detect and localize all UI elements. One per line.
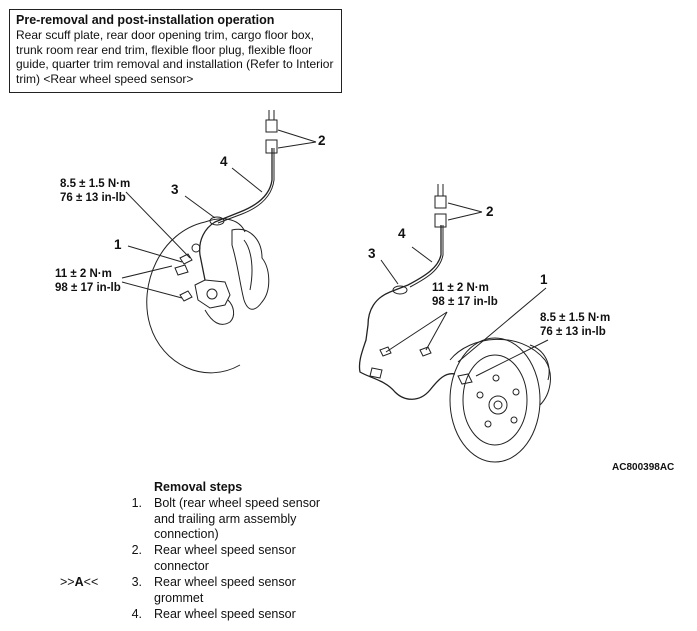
note-body: Rear scuff plate, rear door opening trim…	[16, 28, 334, 87]
left-torque-bolt-nm: 8.5 ± 1.5 N·m	[60, 178, 131, 190]
left-callout-1: 1	[114, 237, 122, 252]
right-torque-bolt-inlb: 76 ± 13 in-lb	[540, 325, 606, 338]
right-torque-mid-label: 11 ± 2 N·m 98 ± 17 in-lb	[432, 282, 498, 309]
left-knuckle	[231, 228, 270, 310]
right-callout-3: 3	[368, 246, 376, 261]
left-callout-3: 3	[171, 182, 179, 197]
marker-suffix: <<	[83, 575, 99, 589]
left-torque-lower-nm: 11 ± 2 N·m	[55, 268, 112, 280]
right-sensor-head	[457, 373, 473, 385]
left-connector-upper	[265, 119, 278, 133]
marker-letter: A	[74, 575, 84, 589]
step-line: and trailing arm assembly	[154, 511, 297, 526]
step-line: Rear wheel speed sensor	[154, 607, 296, 621]
step-text: Rear wheel speed sensor grommet	[154, 575, 339, 606]
right-grommet	[392, 285, 408, 295]
right-disc	[449, 337, 541, 463]
left-brake-assembly	[121, 110, 317, 374]
right-torque-mid-nm: 11 ± 2 N·m	[432, 282, 489, 294]
right-backing-plate	[449, 338, 551, 406]
left-connector-lower	[265, 139, 278, 154]
right-sensor-cable	[358, 225, 456, 400]
marker-prefix: >>	[60, 575, 75, 589]
right-connector-upper	[434, 195, 447, 209]
figure-code: AC800398AC	[612, 462, 675, 473]
procedure-marker-a: >>A<<	[60, 575, 98, 589]
right-connector-lower	[434, 213, 447, 228]
left-torque-bolt-label: 8.5 ± 1.5 N·m 76 ± 13 in-lb	[60, 178, 130, 205]
step-line: connector	[154, 558, 209, 573]
right-torque-bolt-nm: 8.5 ± 1.5 N·m	[540, 312, 611, 324]
step-line: grommet	[154, 590, 204, 605]
left-torque-lower-label: 11 ± 2 N·m 98 ± 17 in-lb	[55, 268, 121, 295]
step-line: Rear wheel speed sensor	[154, 575, 296, 589]
step-line: connection)	[154, 527, 219, 541]
left-bolts	[174, 243, 201, 302]
left-callout-4: 4	[220, 154, 228, 169]
step-line: Rear wheel speed sensor	[154, 543, 296, 557]
left-grommet	[209, 216, 225, 226]
step-text: Rear wheel speed sensor	[154, 607, 339, 623]
pre-removal-note-box: Pre-removal and post-installation operat…	[9, 9, 342, 93]
right-callout-2: 2	[486, 204, 494, 219]
right-torque-mid-inlb: 98 ± 17 in-lb	[432, 295, 498, 308]
left-torque-bolt-inlb: 76 ± 13 in-lb	[60, 191, 126, 204]
right-callout-1: 1	[540, 272, 548, 287]
step-text: Bolt (rear wheel speed sensor and traili…	[154, 496, 339, 543]
left-callout-2: 2	[318, 133, 326, 148]
left-backing-plate	[146, 221, 241, 374]
step-number: 2.	[131, 543, 142, 557]
left-sensor-cable	[199, 148, 273, 281]
left-caliper	[194, 279, 231, 309]
left-torque-lower-inlb: 98 ± 17 in-lb	[55, 281, 121, 294]
step-text: Rear wheel speed sensor connector	[154, 543, 339, 574]
right-brake-assembly	[358, 184, 551, 463]
right-callout-4: 4	[398, 226, 406, 241]
right-torque-bolt-label: 8.5 ± 1.5 N·m 76 ± 13 in-lb	[540, 312, 610, 339]
step-number: 4.	[131, 607, 142, 621]
step-line: Bolt (rear wheel speed sensor	[154, 496, 321, 510]
step-number: 1.	[131, 496, 142, 510]
note-title: Pre-removal and post-installation operat…	[16, 13, 275, 27]
step-number: 3.	[131, 575, 142, 589]
removal-steps-title: Removal steps	[154, 480, 243, 494]
